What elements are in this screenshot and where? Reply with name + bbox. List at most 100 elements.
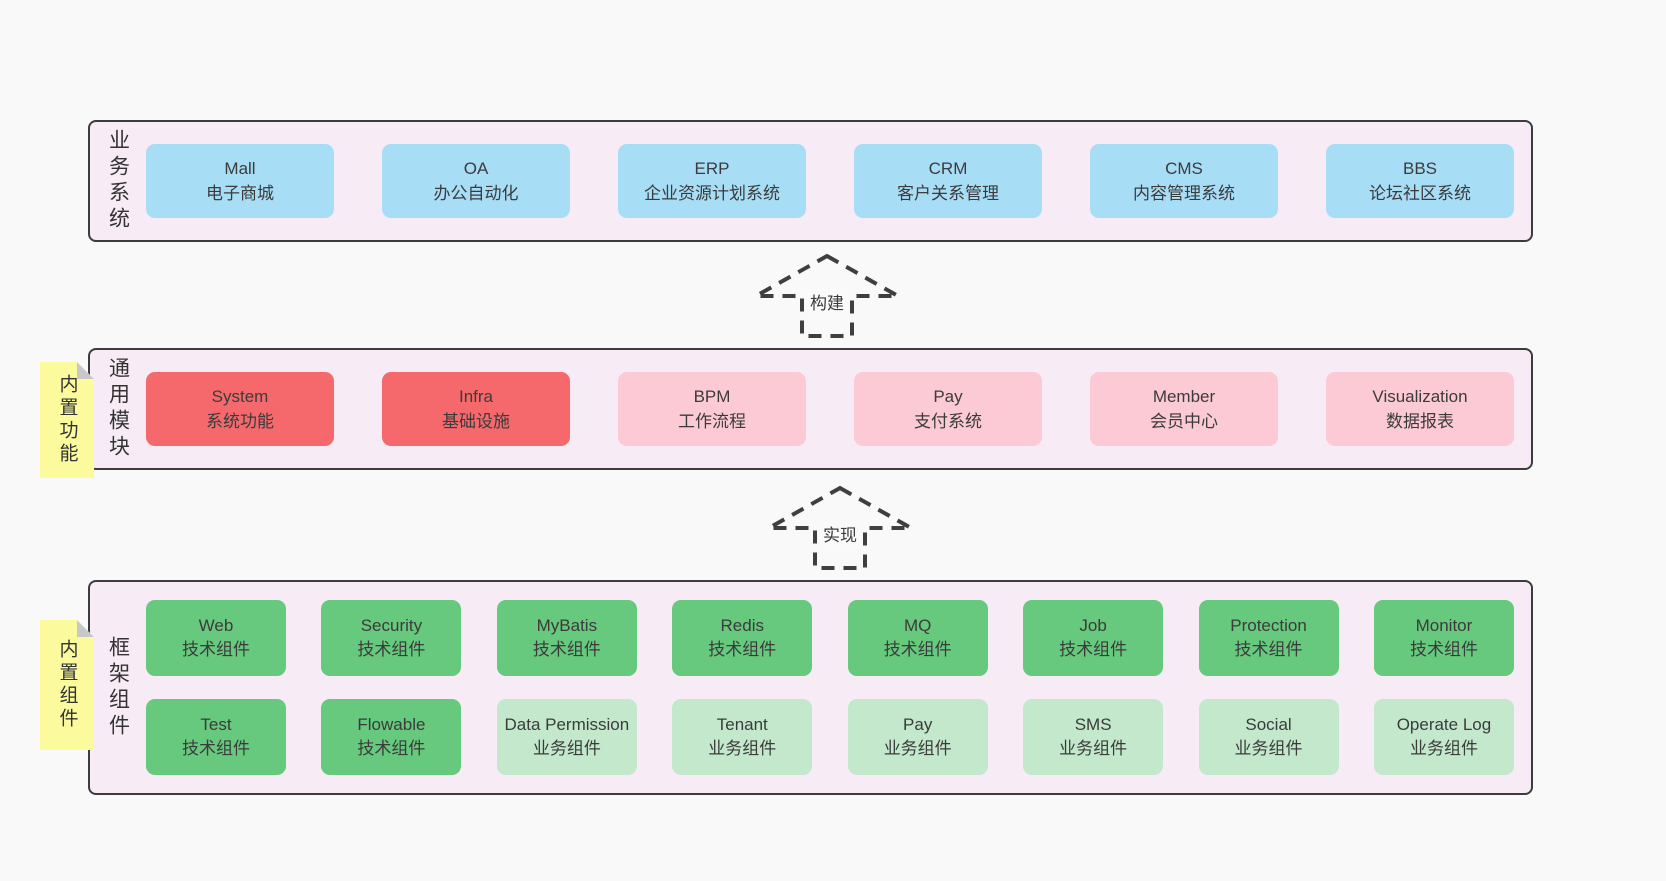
section-content: Mall 电子商城 OA 办公自动化 ERP 企业资源计划系统 CRM 客户关系… [146, 122, 1531, 240]
box-subtitle: 系统功能 [206, 412, 274, 431]
box-subtitle: 数据报表 [1386, 412, 1454, 431]
box-mq: MQ 技术组件 [847, 600, 988, 676]
box-pay-component: Pay 业务组件 [847, 699, 988, 775]
section-content: System 系统功能 Infra 基础设施 BPM 工作流程 Pay 支付系统… [146, 350, 1531, 468]
box-social: Social 业务组件 [1198, 699, 1339, 775]
box-title: Data Permission [504, 715, 630, 735]
box-subtitle: 技术组件 [1409, 640, 1478, 659]
box-operate-log: Operate Log 业务组件 [1373, 699, 1514, 775]
box-subtitle: 基础设施 [442, 412, 510, 431]
box-redis: Redis 技术组件 [672, 600, 813, 676]
box-mall: Mall 电子商城 [146, 144, 334, 218]
section-label-column: 通用模块 [90, 350, 146, 468]
sticky-note-built-in-features: 内置功能 [40, 362, 94, 478]
box-member: Member 会员中心 [1090, 372, 1278, 446]
box-tenant: Tenant 业务组件 [672, 699, 813, 775]
box-flowable: Flowable 技术组件 [321, 699, 462, 775]
box-title: BBS [1402, 158, 1438, 178]
box-title: Member [1152, 386, 1216, 406]
box-subtitle: 技术组件 [883, 640, 952, 659]
dashed-up-arrow-icon [765, 485, 915, 570]
box-title: Operate Log [1396, 715, 1492, 735]
box-title: CMS [1165, 158, 1203, 178]
arrow-label: 构建 [806, 289, 848, 314]
box-subtitle: 办公自动化 [433, 184, 519, 203]
box-subtitle: 论坛社区系统 [1369, 184, 1471, 203]
box-title: Protection [1230, 616, 1307, 636]
box-system: System 系统功能 [146, 372, 334, 446]
business-systems-row: Mall 电子商城 OA 办公自动化 ERP 企业资源计划系统 CRM 客户关系… [146, 144, 1514, 218]
box-mybatis: MyBatis 技术组件 [496, 600, 637, 676]
box-title: Security [360, 616, 423, 636]
box-title: MyBatis [536, 616, 598, 636]
section-title: 通用模块 [106, 357, 130, 461]
box-title: Infra [458, 386, 494, 406]
box-title: Social [1245, 715, 1292, 735]
box-title: BPM [693, 386, 731, 406]
section-business-systems: 业务系统 Mall 电子商城 OA 办公自动化 ERP 企业资源计划系统 CRM [88, 120, 1533, 242]
box-bpm: BPM 工作流程 [618, 372, 806, 446]
box-sms: SMS 业务组件 [1023, 699, 1164, 775]
box-subtitle: 会员中心 [1150, 412, 1218, 431]
box-subtitle: 技术组件 [357, 640, 426, 659]
box-security: Security 技术组件 [321, 600, 462, 676]
section-framework-components: 内置组件 框架组件 Web 技术组件 Security 技术组件 MyBatis… [88, 580, 1533, 795]
box-subtitle: 业务组件 [1409, 739, 1478, 758]
box-subtitle: 技术组件 [182, 739, 250, 758]
section-title: 框架组件 [106, 635, 130, 740]
section-content: Web 技术组件 Security 技术组件 MyBatis 技术组件 Redi… [146, 582, 1531, 793]
box-title: System [211, 386, 269, 406]
box-title: Flowable [357, 715, 426, 735]
tech-components-row: Web 技术组件 Security 技术组件 MyBatis 技术组件 Redi… [146, 600, 1514, 676]
box-title: Monitor [1415, 616, 1473, 636]
box-subtitle: 工作流程 [678, 412, 746, 431]
box-subtitle: 业务组件 [708, 739, 777, 758]
box-title: Web [198, 616, 234, 636]
box-subtitle: 技术组件 [1234, 640, 1303, 659]
box-data-permission: Data Permission 业务组件 [496, 699, 637, 775]
box-subtitle: 内容管理系统 [1133, 184, 1235, 203]
box-title: Mall [224, 158, 256, 178]
arrow-label: 实现 [819, 521, 861, 546]
box-subtitle: 支付系统 [914, 412, 982, 431]
arrow-implement: 实现 [765, 485, 915, 571]
box-title: Pay [933, 386, 963, 406]
box-test: Test 技术组件 [146, 699, 286, 775]
box-title: Redis [720, 616, 764, 636]
box-title: Job [1079, 616, 1107, 636]
box-subtitle: 技术组件 [532, 640, 601, 659]
box-visualization: Visualization 数据报表 [1326, 372, 1514, 446]
box-title: ERP [694, 158, 730, 178]
box-subtitle: 电子商城 [206, 184, 274, 203]
box-pay: Pay 支付系统 [854, 372, 1042, 446]
box-title: Tenant [716, 715, 768, 735]
box-subtitle: 业务组件 [1059, 739, 1128, 758]
sticky-note-text: 内置功能 [56, 374, 78, 466]
box-job: Job 技术组件 [1023, 600, 1164, 676]
biz-components-row: Test 技术组件 Flowable 技术组件 Data Permission … [146, 699, 1514, 775]
sticky-note-text: 内置组件 [56, 639, 78, 731]
box-protection: Protection 技术组件 [1198, 600, 1339, 676]
section-label-column: 业务系统 [90, 122, 146, 240]
common-modules-row: System 系统功能 Infra 基础设施 BPM 工作流程 Pay 支付系统… [146, 372, 1514, 446]
dashed-up-arrow-icon [752, 253, 902, 338]
box-erp: ERP 企业资源计划系统 [618, 144, 806, 218]
box-subtitle: 技术组件 [357, 739, 426, 758]
box-subtitle: 技术组件 [708, 640, 777, 659]
box-subtitle: 客户关系管理 [897, 184, 999, 203]
section-label-column: 框架组件 [90, 582, 146, 793]
box-title: Pay [903, 715, 933, 735]
box-monitor: Monitor 技术组件 [1373, 600, 1514, 676]
box-title: Visualization [1372, 386, 1468, 406]
box-subtitle: 技术组件 [1059, 640, 1128, 659]
box-bbs: BBS 论坛社区系统 [1326, 144, 1514, 218]
box-subtitle: 业务组件 [883, 739, 952, 758]
box-title: SMS [1074, 715, 1112, 735]
box-title: CRM [928, 158, 968, 178]
sticky-note-built-in-components: 内置组件 [40, 620, 94, 750]
box-web: Web 技术组件 [146, 600, 286, 676]
box-title: MQ [903, 616, 932, 636]
box-title: Test [200, 715, 232, 735]
box-oa: OA 办公自动化 [382, 144, 570, 218]
